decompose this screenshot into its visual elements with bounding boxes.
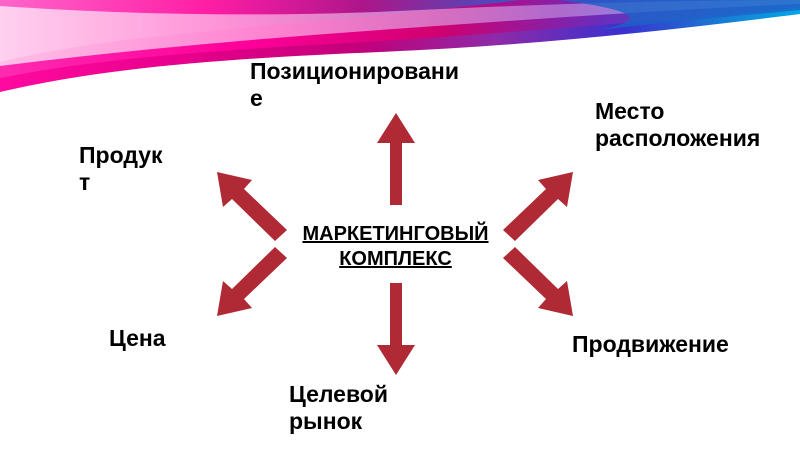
node-label-cena: Цена: [109, 325, 166, 351]
arrow-down-right: [503, 247, 573, 316]
node-label-produkt: Продук т: [79, 142, 163, 195]
arrow-down: [377, 283, 415, 375]
arrow-up-right: [503, 172, 573, 241]
arrow-down-left: [217, 247, 287, 316]
node-label-mesto: Место расположения: [595, 98, 761, 151]
node-label-prodvizhenie: Продвижение: [572, 331, 729, 357]
node-label-pozicionirovanie: Позиционировани е: [250, 58, 459, 111]
node-label-celevoy-rynok: Целевой рынок: [289, 381, 388, 434]
arrow-up: [377, 113, 415, 205]
center-label-marketing-mix: МАРКЕТИНГОВЫЙ КОМПЛЕКС: [302, 223, 489, 270]
arrow-up-left: [217, 172, 287, 241]
